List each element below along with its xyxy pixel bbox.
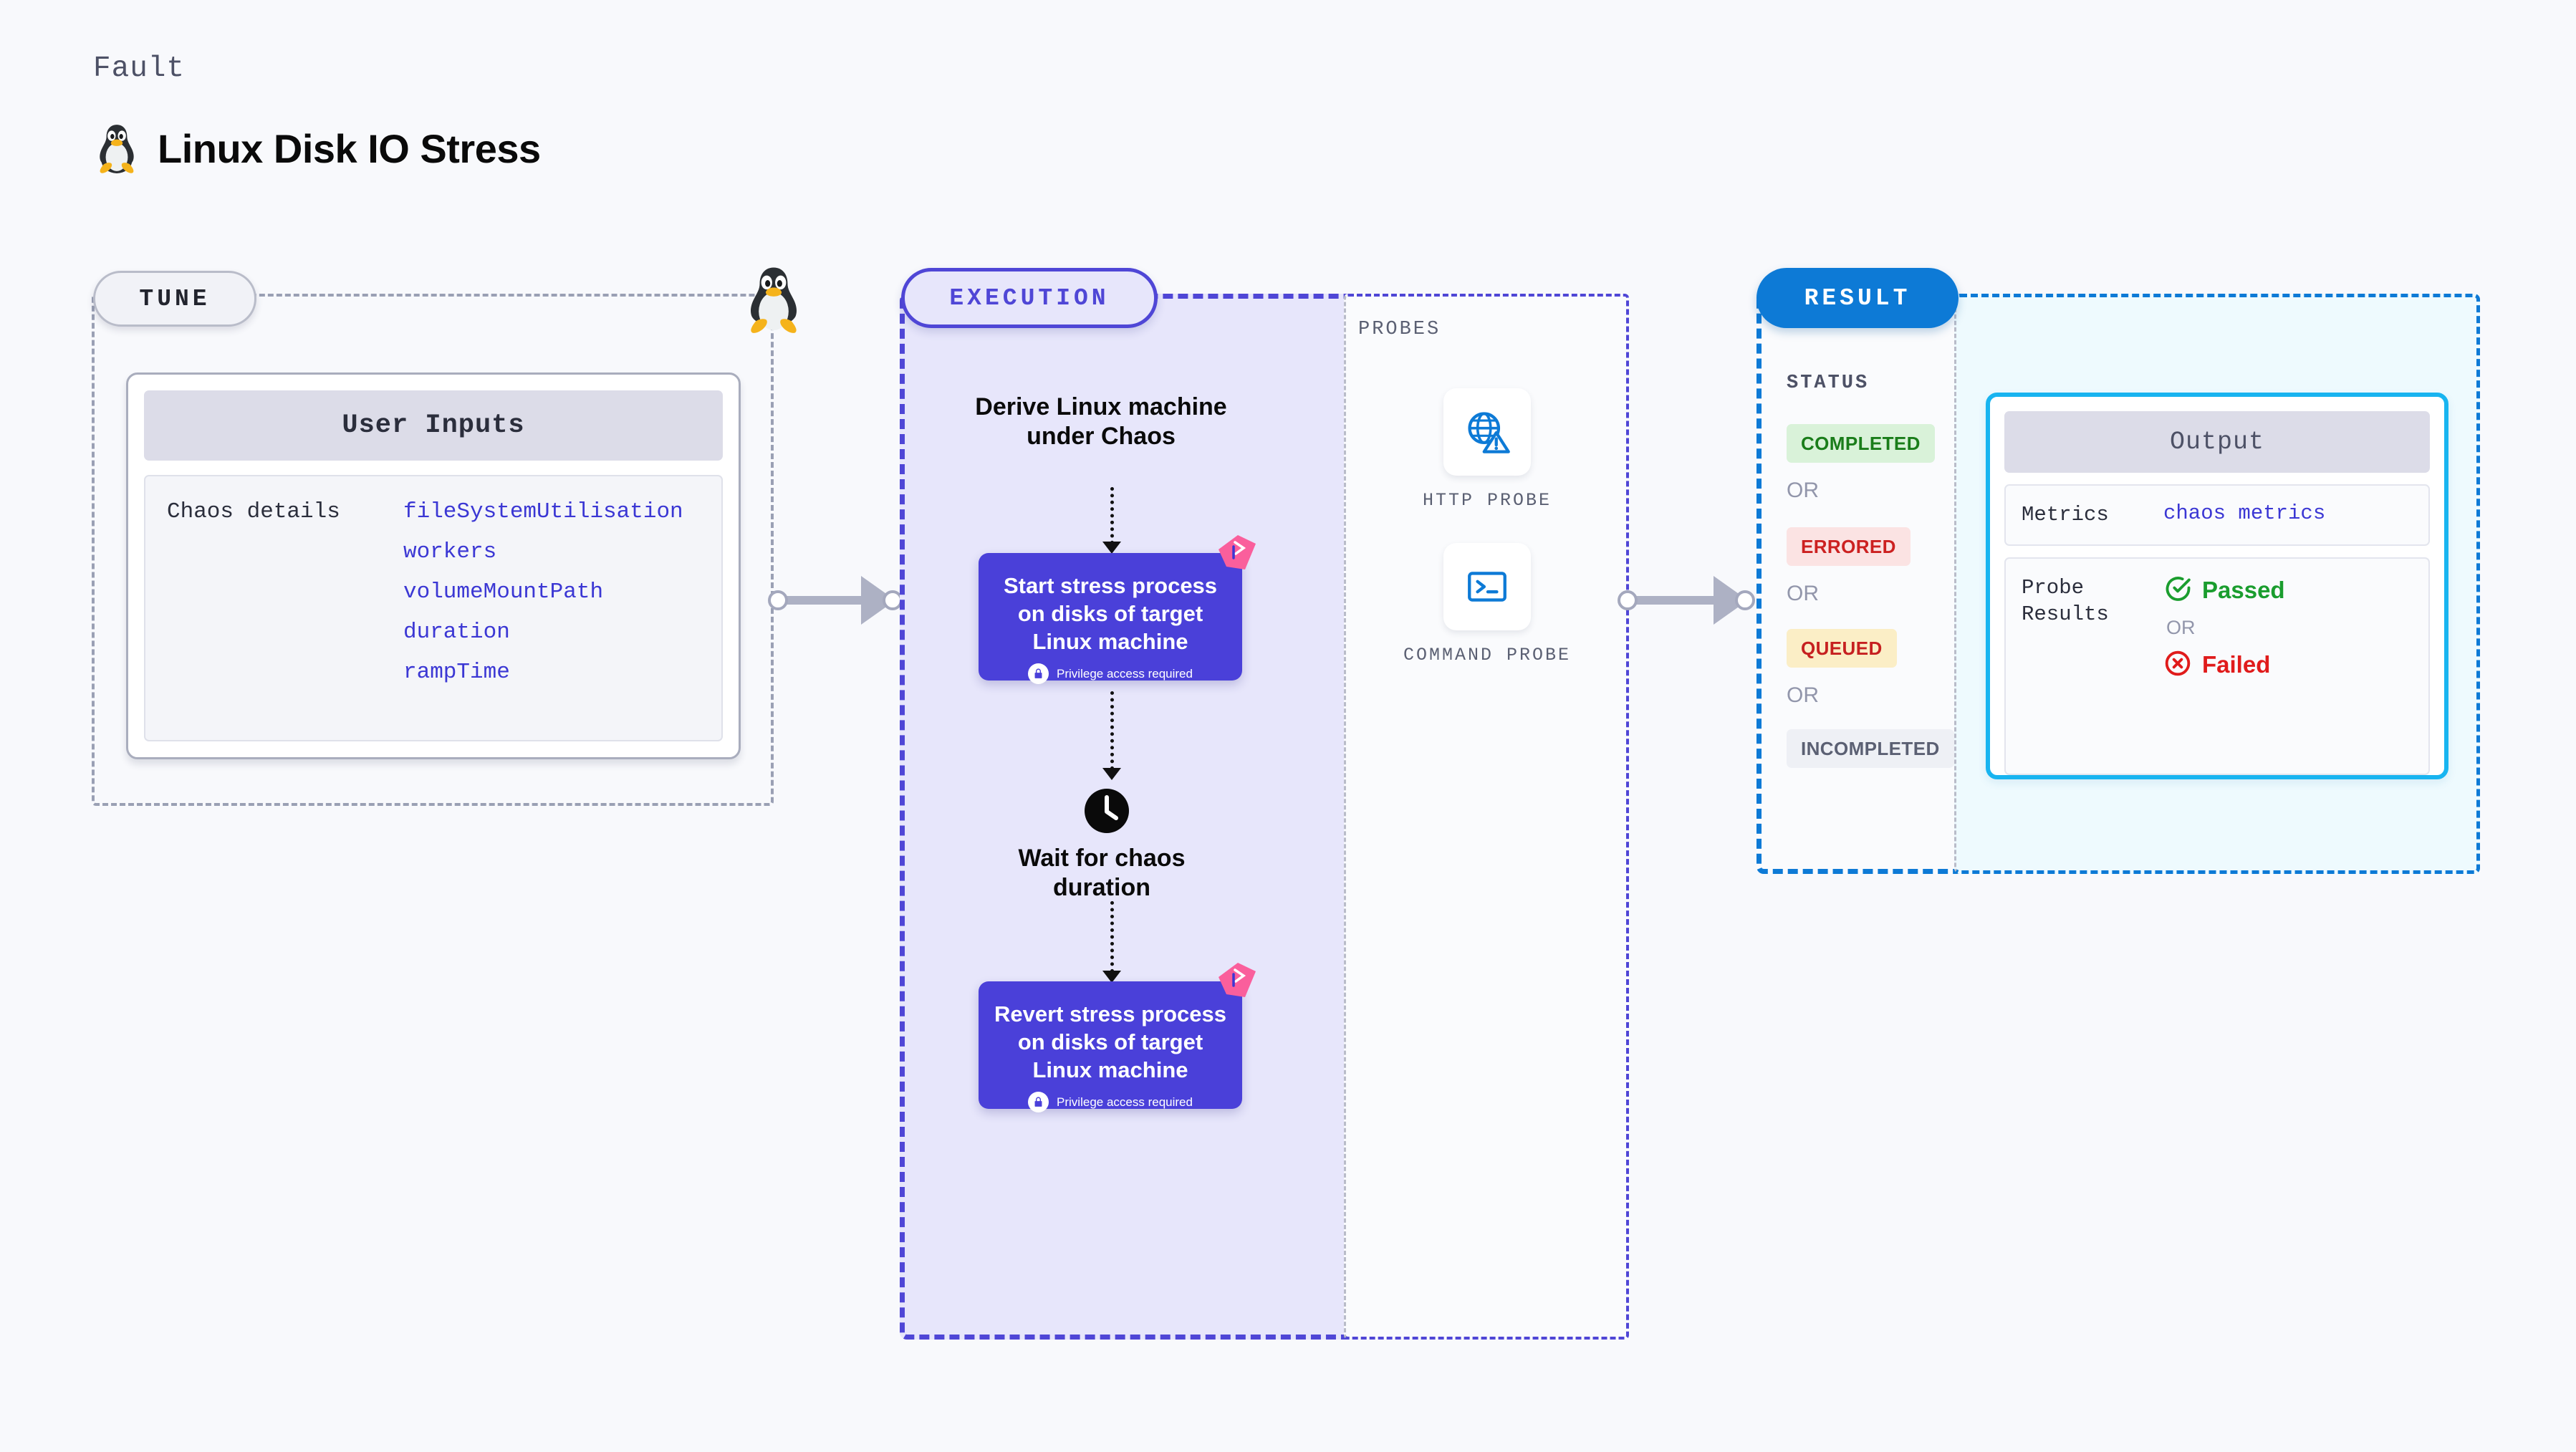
check-circle-icon — [2163, 574, 2192, 607]
user-inputs-card: User Inputs Chaos details fileSystemUtil… — [126, 372, 741, 759]
output-metrics-key: Metrics — [2022, 503, 2109, 527]
status-badge-incompleted: INCOMPLETED — [1787, 729, 1954, 768]
probe-result-failed-label: Failed — [2202, 651, 2271, 678]
page-title: Linux Disk IO Stress — [158, 125, 541, 171]
execution-node-start-stress-label: Start stress process on disks of target … — [1003, 573, 1218, 655]
tune-badge: TUNE — [93, 271, 256, 327]
lock-icon — [1028, 1092, 1049, 1113]
chaos-params-list: fileSystemUtilisation workers volumeMoun… — [403, 499, 683, 740]
execution-step-wait-label: Wait for chaos duration — [1018, 845, 1186, 902]
execution-node-start-stress[interactable]: Start stress process on disks of target … — [979, 553, 1242, 685]
connector-line-2 — [1110, 691, 1114, 770]
probe-result-failed: Failed — [2163, 649, 2285, 681]
output-card: Output Metrics chaos metrics Probe Resul… — [1986, 393, 2448, 779]
execution-node-revert-stress-label: Revert stress process on disks of target… — [994, 1001, 1226, 1083]
x-circle-icon — [2163, 649, 2192, 681]
privilege-notice: Privilege access required — [979, 663, 1242, 685]
param-volume-mount-path[interactable]: volumeMountPath — [403, 580, 604, 605]
privilege-notice-label: Privilege access required — [1057, 1095, 1193, 1109]
result-badge: RESULT — [1756, 268, 1959, 328]
connector-line-1 — [1110, 487, 1114, 544]
tux-penguin-icon — [93, 122, 140, 175]
privilege-notice: Privilege access required — [979, 1092, 1242, 1113]
page-title-row: Linux Disk IO Stress — [93, 122, 541, 175]
status-badge-completed: COMPLETED — [1787, 424, 1935, 463]
arrow-endpoint-start — [1618, 590, 1638, 610]
status-badge-queued: QUEUED — [1787, 629, 1897, 668]
probes-label: PROBES — [1358, 319, 1441, 340]
param-file-system-utilisation[interactable]: fileSystemUtilisation — [403, 499, 683, 524]
status-or-3: OR — [1787, 683, 1819, 707]
output-header: Output — [2004, 411, 2430, 473]
tune-panel — [92, 294, 774, 806]
probe-command-label: COMMAND PROBE — [1403, 645, 1572, 665]
arrow-endpoint-start — [768, 590, 788, 610]
clock-icon — [1084, 788, 1130, 834]
output-row-probe-results: Probe Results Passed OR — [2004, 557, 2430, 775]
connector-arrow-2 — [1102, 768, 1121, 780]
chaos-details-label: Chaos details — [167, 499, 340, 524]
execution-badge: EXECUTION — [901, 268, 1158, 328]
status-badge-errored: ERRORED — [1787, 527, 1911, 566]
probe-result-or: OR — [2166, 616, 2196, 638]
privilege-notice-label: Privilege access required — [1057, 666, 1193, 681]
pink-flag-icon — [1216, 961, 1258, 999]
arrow-endpoint-end — [1735, 590, 1755, 610]
status-or-2: OR — [1787, 582, 1819, 605]
output-row-metrics: Metrics chaos metrics — [2004, 484, 2430, 546]
output-probe-results-key: Probe Results — [2022, 575, 2109, 627]
param-workers[interactable]: workers — [403, 539, 497, 564]
probe-result-passed-label: Passed — [2202, 577, 2285, 604]
status-label: STATUS — [1787, 372, 1870, 394]
page-kicker: Fault — [93, 52, 186, 85]
execution-step-derive-label: Derive Linux machine under Chaos — [975, 393, 1227, 451]
probe-results-values: Passed OR Failed — [2163, 574, 2285, 681]
param-duration[interactable]: duration — [403, 620, 510, 645]
terminal-icon — [1443, 543, 1531, 630]
lock-icon — [1028, 663, 1049, 685]
flow-arrow-execution-to-result — [1618, 576, 1768, 625]
param-ramp-time[interactable]: rampTime — [403, 660, 510, 685]
user-inputs-header: User Inputs — [144, 390, 723, 461]
user-inputs-body: Chaos details fileSystemUtilisation work… — [144, 475, 723, 741]
connector-arrow-3 — [1102, 971, 1121, 983]
pink-flag-icon — [1216, 534, 1258, 571]
execution-node-revert-stress[interactable]: Revert stress process on disks of target… — [979, 981, 1242, 1113]
probe-result-passed: Passed — [2163, 574, 2285, 607]
probe-http-label: HTTP PROBE — [1422, 490, 1552, 511]
globe-warning-icon — [1443, 388, 1531, 476]
connector-line-3 — [1110, 901, 1114, 973]
flow-arrow-tune-to-execution — [768, 576, 903, 625]
output-metrics-value[interactable]: chaos metrics — [2163, 501, 2326, 525]
connector-arrow-1 — [1102, 542, 1121, 554]
tux-penguin-icon — [738, 264, 809, 335]
probe-command[interactable]: COMMAND PROBE — [1387, 543, 1587, 668]
probe-http[interactable]: HTTP PROBE — [1387, 388, 1587, 513]
status-or-1: OR — [1787, 479, 1819, 502]
